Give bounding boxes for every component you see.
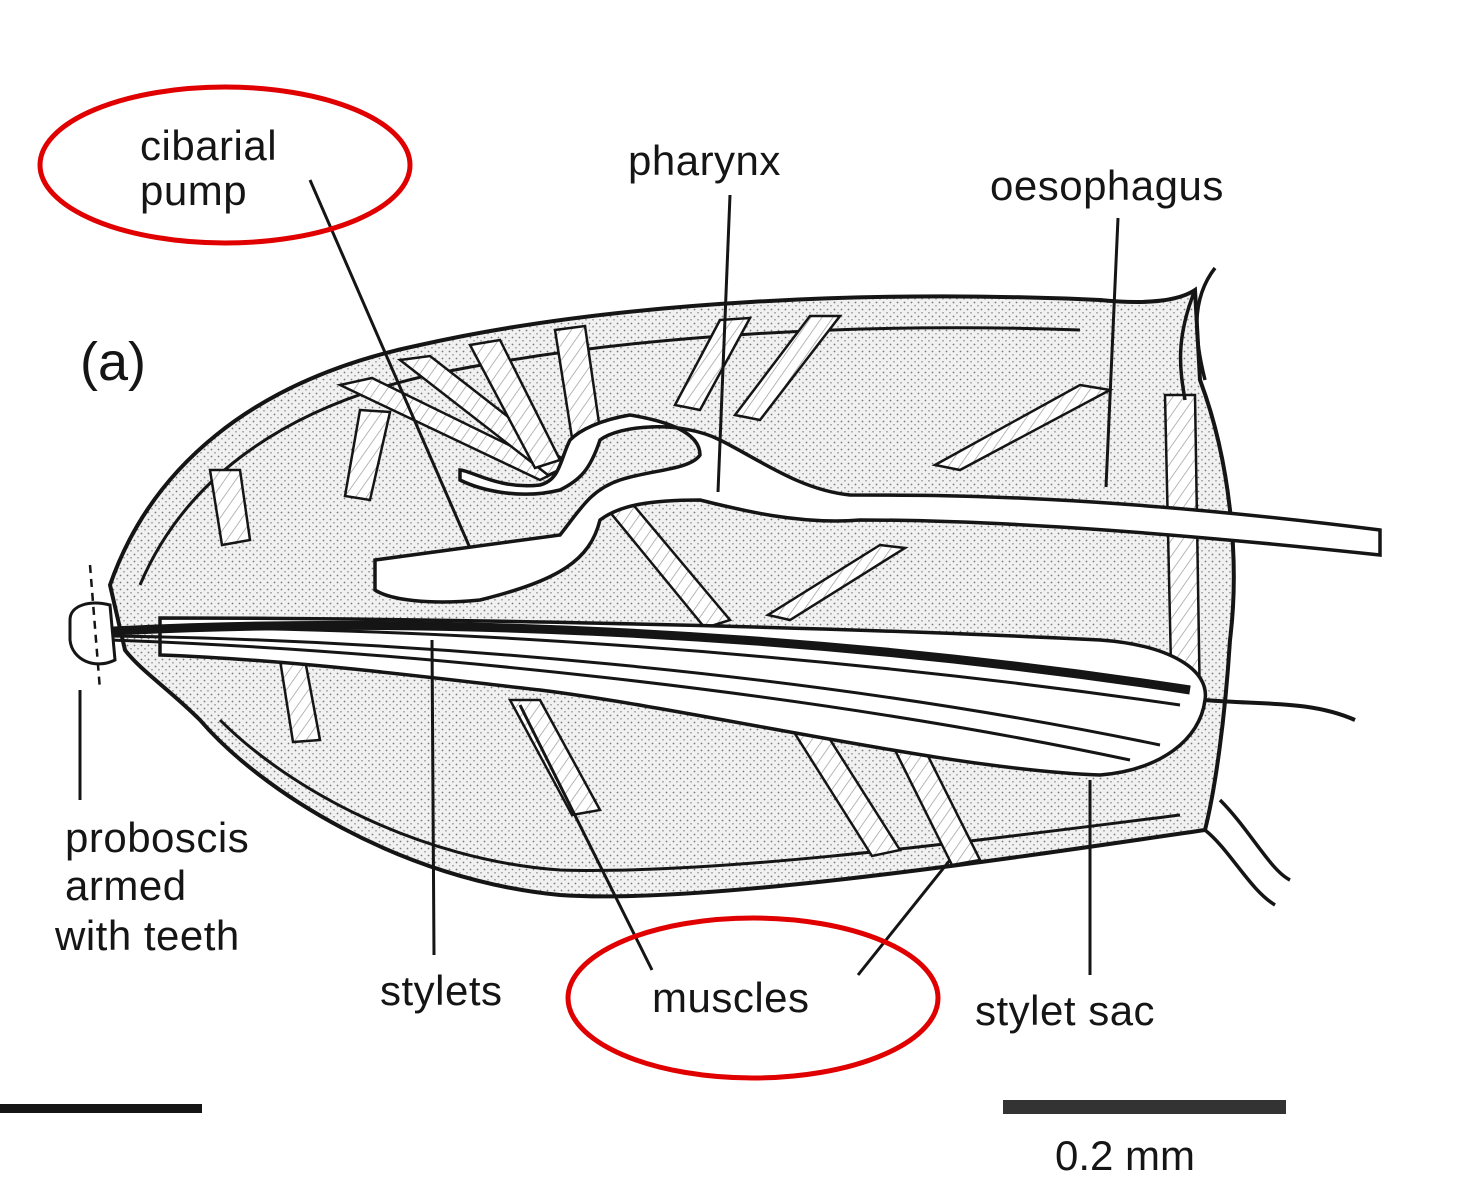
oesophagus-label: oesophagus xyxy=(990,162,1224,209)
proboscis-label-line3: with teeth xyxy=(54,912,240,959)
stylets-label: stylets xyxy=(380,967,503,1014)
pharynx-label: pharynx xyxy=(628,137,781,184)
proboscis-tip xyxy=(70,565,115,800)
proboscis-label-line2: armed xyxy=(65,862,187,909)
panel-label: (a) xyxy=(80,332,146,392)
scale-bar-label: 0.2 mm xyxy=(1055,1132,1195,1179)
muscles-label: muscles xyxy=(652,974,810,1021)
head-capsule xyxy=(110,290,1234,896)
proboscis-label-line1: proboscis xyxy=(65,814,249,861)
cibarial-label-line1: cibarial xyxy=(140,122,277,169)
scale-bar xyxy=(1003,1100,1286,1114)
stylet-sac-label: stylet sac xyxy=(975,987,1155,1034)
left-rule xyxy=(0,1104,202,1113)
cibarial-label-line2: pump xyxy=(140,167,247,214)
